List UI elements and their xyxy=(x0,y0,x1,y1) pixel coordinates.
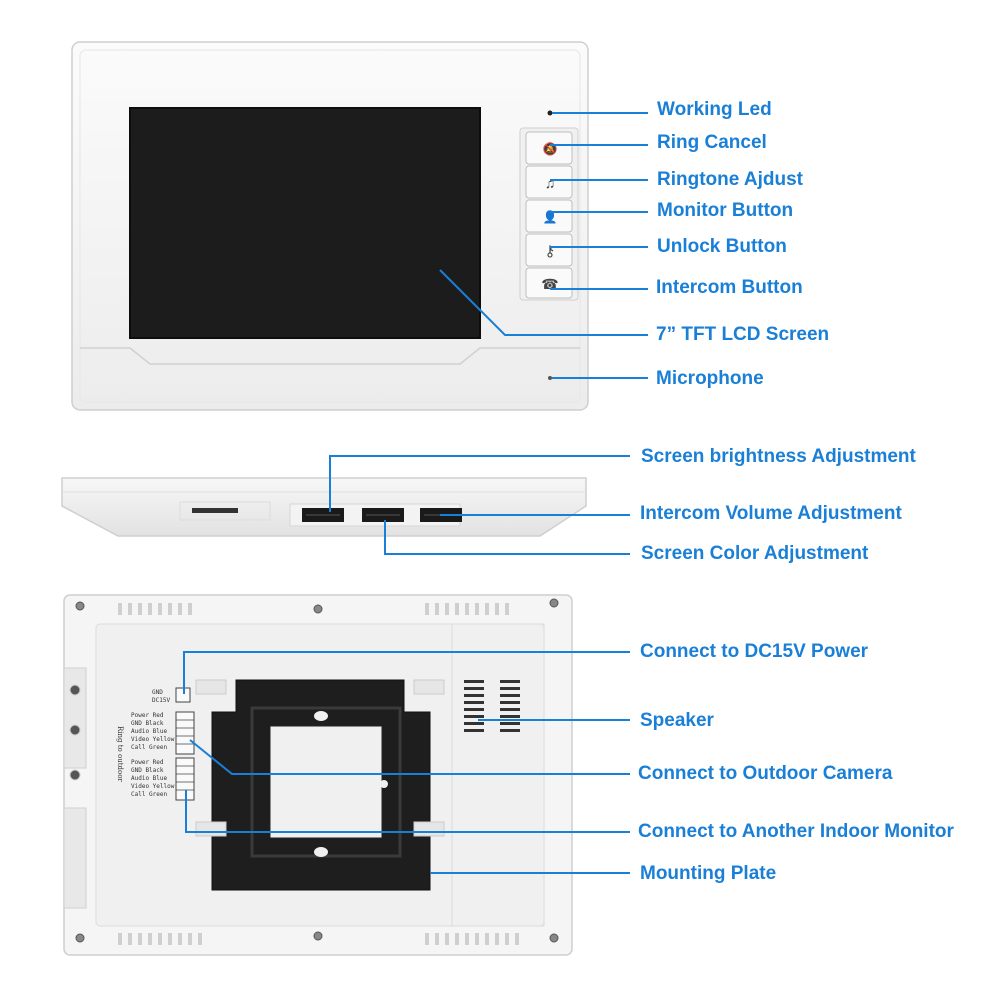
top-vents xyxy=(118,603,509,615)
gnd-text: GND xyxy=(152,689,163,696)
person-icon[interactable]: 👤 xyxy=(543,210,558,224)
wire-row-bottom-1: Power Red xyxy=(131,759,164,766)
microphone-hole xyxy=(548,376,552,380)
label-brightness: Screen brightness Adjustment xyxy=(641,446,916,467)
ring-to-outdoor-text: Ring to outdoor xyxy=(116,726,124,782)
label-mounting-plate: Mounting Plate xyxy=(640,863,777,884)
unlock-key xyxy=(525,233,573,267)
label-ring-cancel: Ring Cancel xyxy=(657,132,767,153)
label-monitor-button: Monitor Button xyxy=(657,200,794,221)
music-note-icon[interactable]: ♫ xyxy=(545,175,556,191)
intercom-key xyxy=(525,267,573,299)
wire-row-top-3: Audio Blue xyxy=(131,728,168,735)
wire-row-top-2: GND Black xyxy=(131,720,164,727)
front-bottom-bezel xyxy=(80,347,580,365)
ringtone-key xyxy=(525,165,573,199)
label-microphone: Microphone xyxy=(656,368,764,389)
label-dc-power: Connect to DC15V Power xyxy=(640,641,869,662)
bottom-callouts xyxy=(329,455,630,555)
label-unlock-button: Unlock Button xyxy=(657,236,787,257)
mounting-plate xyxy=(195,679,445,891)
wire-row-bottom-4: Video Yellow xyxy=(131,783,175,790)
working-led xyxy=(547,110,553,116)
speaker-grille xyxy=(464,680,520,732)
label-intercom-button: Intercom Button xyxy=(656,277,803,298)
bottom-vents xyxy=(118,933,519,945)
front-callouts xyxy=(439,112,648,379)
front-view: 🔕 ♫ 👤 ⚷ ☎ xyxy=(71,41,648,411)
screws xyxy=(75,598,559,943)
label-ringtone-adjust: Ringtone Ajdust xyxy=(657,169,803,190)
ring-cancel-key xyxy=(525,131,573,165)
wire-row-top-1: Power Red xyxy=(131,712,164,719)
bottom-view xyxy=(61,455,630,555)
back-callouts xyxy=(183,651,630,874)
label-indoor-monitor: Connect to Another Indoor Monitor xyxy=(638,821,954,842)
keys-icon[interactable]: ⚷ xyxy=(545,243,556,260)
label-working-led: Working Led xyxy=(657,99,772,120)
back-view xyxy=(63,594,630,956)
monitor-key xyxy=(525,199,573,233)
sd-card-slot xyxy=(192,508,238,513)
label-lcd-screen: 7” TFT LCD Screen xyxy=(656,324,830,345)
wire-row-bottom-5: Call Green xyxy=(131,791,168,798)
label-intercom-volume: Intercom Volume Adjustment xyxy=(640,503,902,524)
label-speaker: Speaker xyxy=(640,710,714,731)
button-strip: 🔕 ♫ 👤 ⚷ ☎ xyxy=(519,127,579,301)
wire-row-bottom-2: GND Black xyxy=(131,767,164,774)
wire-row-top-5: Call Green xyxy=(131,744,168,751)
label-outdoor-camera: Connect to Outdoor Camera xyxy=(638,763,893,784)
wire-row-bottom-3: Audio Blue xyxy=(131,775,168,782)
label-color: Screen Color Adjustment xyxy=(641,543,869,564)
wire-row-top-4: Video Yellow xyxy=(131,736,175,743)
dc15v-text: DC15V xyxy=(152,697,171,704)
lcd-screen xyxy=(129,107,481,339)
